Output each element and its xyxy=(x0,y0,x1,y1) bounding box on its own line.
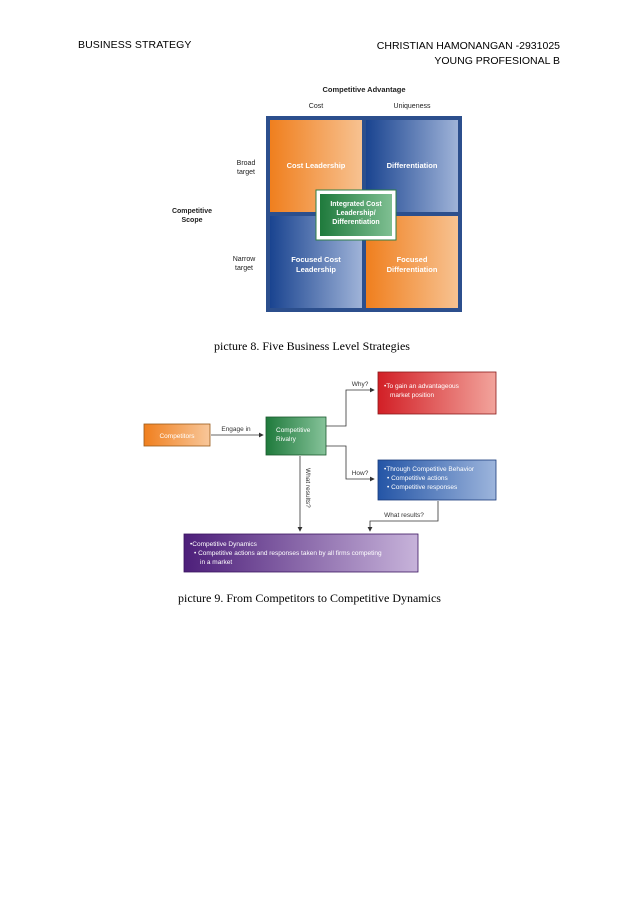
header-author: CHRISTIAN HAMONANGAN -2931025 xyxy=(376,40,560,52)
box-competitive-rivalry xyxy=(265,416,327,456)
cell-cost-leadership-label: Cost Leadership xyxy=(287,161,346,170)
competitive-scope-label-1: Competitive xyxy=(172,208,212,215)
what-results-label: What results? xyxy=(384,512,424,519)
figure-business-strategies: Competitive Advantage Cost Uniqueness Br… xyxy=(172,85,462,312)
competitive-scope-label-2: Scope xyxy=(181,217,202,224)
row-narrow-label-1: Narrow xyxy=(233,256,257,263)
cell-focused-cost-label-2: Leadership xyxy=(296,265,336,274)
header-left: BUSINESS STRATEGY xyxy=(78,39,192,51)
cell-focused-diff-label-2: Differentiation xyxy=(387,265,438,274)
center-label-3: Differentiation xyxy=(332,219,379,226)
how-box-line-2: • Competitive actions xyxy=(387,475,449,482)
figure-competitive-dynamics: Competitors Engage in Competitive Rivalr… xyxy=(143,371,497,573)
column-uniqueness: Uniqueness xyxy=(394,103,431,110)
box-how xyxy=(377,459,497,501)
how-label: How? xyxy=(352,470,369,477)
why-box-line-1: •To gain an advantageous xyxy=(384,383,460,390)
why-label: Why? xyxy=(352,381,369,388)
cell-integrated xyxy=(320,194,392,236)
row-broad-label-2: target xyxy=(237,169,255,176)
dynamics-line-1: •Competitive Dynamics xyxy=(190,541,258,548)
cell-differentiation-label: Differentiation xyxy=(387,161,438,170)
dynamics-line-3: in a market xyxy=(200,559,232,566)
competitors-label: Competitors xyxy=(159,433,195,440)
how-box-line-1: •Through Competitive Behavior xyxy=(384,466,475,473)
box-why xyxy=(377,371,497,415)
center-label-1: Integrated Cost xyxy=(330,201,382,208)
dynamics-line-2: • Competitive actions and responses take… xyxy=(194,550,382,557)
rivalry-label-1: Competitive xyxy=(276,427,311,434)
competitive-advantage-title: Competitive Advantage xyxy=(322,85,405,94)
row-broad-label-1: Broad xyxy=(237,160,256,167)
box-competitors xyxy=(143,423,211,447)
rivalry-label-2: Rivalry xyxy=(276,436,297,443)
caption-picture-8: picture 8. Five Business Level Strategie… xyxy=(214,339,410,353)
caption-picture-9: picture 9. From Competitors to Competiti… xyxy=(178,591,441,605)
row-narrow-label-2: target xyxy=(235,265,253,272)
header-right: CHRISTIAN HAMONANGAN -2931025 YOUNG PROF… xyxy=(377,39,560,69)
box-competitive-dynamics xyxy=(183,533,419,573)
header-group: YOUNG PROFESIONAL B xyxy=(434,55,560,67)
how-box-line-3: • Competitive responses xyxy=(387,484,458,491)
why-box-line-2: market position xyxy=(390,392,434,399)
cell-focused-diff-label-1: Focused xyxy=(397,255,428,264)
cell-focused-cost-label-1: Focused Cost xyxy=(291,255,341,264)
column-cost: Cost xyxy=(309,103,323,110)
center-label-2: Leadership/ xyxy=(336,210,375,217)
what-results-vertical-label: What results? xyxy=(304,468,311,508)
engage-in-label: Engage in xyxy=(221,426,251,433)
